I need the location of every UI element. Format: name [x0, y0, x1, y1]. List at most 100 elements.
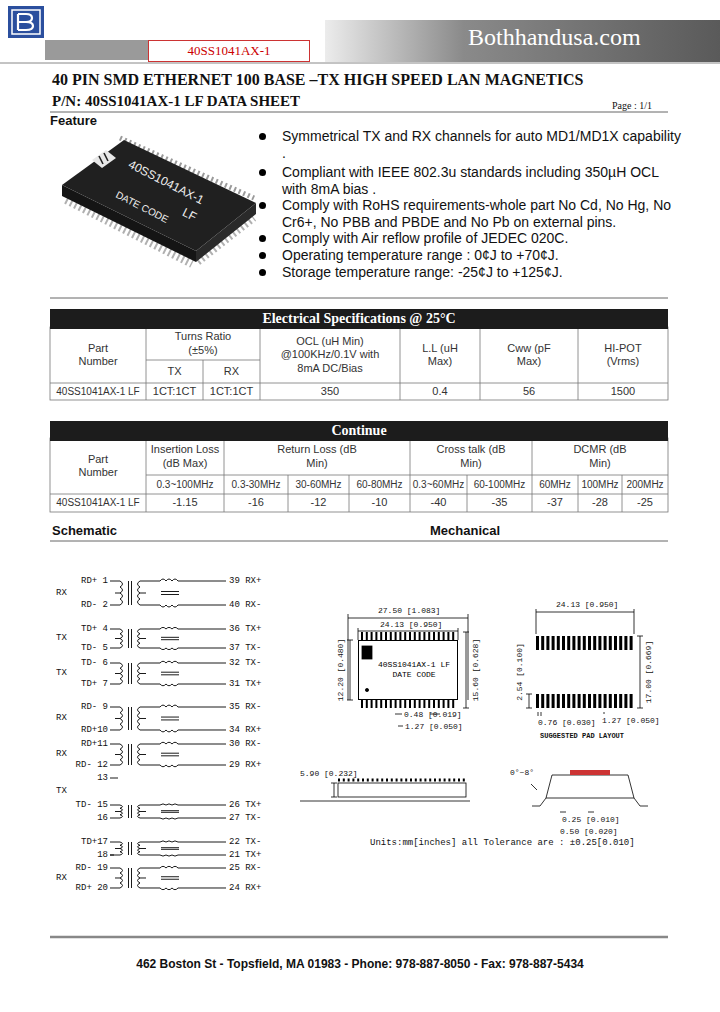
pin-label: TD+17: [58, 837, 108, 847]
rule-lines: [50, 541, 668, 542]
table-cell: -1.15: [146, 494, 224, 512]
schematic-art: [110, 804, 226, 819]
pin-label: TD- 6: [58, 658, 108, 668]
pin-label: RX: [56, 713, 67, 723]
table-cell: 60-100MHz: [467, 475, 532, 494]
dimension-label: 17.00 [0.669]: [644, 641, 653, 703]
dimension-label: 5.90 [0.232]: [300, 769, 358, 778]
schematic-art: [110, 705, 226, 732]
pin-label: RD- 9: [58, 702, 108, 712]
table-cell: -10: [349, 494, 410, 512]
chip-photo: [99, 153, 108, 164]
table-cell: -37: [532, 494, 578, 512]
schematic-art: [110, 627, 226, 649]
mechanical-art: [361, 700, 456, 708]
table-cell: HI-POT (Vrms): [578, 327, 668, 383]
pin-label: 35 RX-: [229, 702, 261, 712]
text-label: Bothhandusa.com: [468, 24, 641, 52]
text-label: P/N: 40SS1041AX-1 LF DATA SHEET: [52, 93, 300, 110]
mechanical-art: [362, 646, 372, 659]
dimension-label: 0.48 [0.019]: [404, 710, 462, 719]
pin-label: 34 RX+: [229, 725, 261, 735]
table-cell: 60MHz: [532, 475, 578, 494]
chip-marking: DATE CODE: [114, 189, 171, 225]
pin-label: 25 RX-: [229, 863, 261, 873]
table-cell: Insertion Loss (dB Max): [146, 438, 224, 475]
table-grid: [50, 327, 668, 512]
feature-bullet: Operating temperature range : 0¢J to +70…: [282, 247, 682, 264]
mechanical-art: [348, 614, 468, 700]
mechanical-art: [347, 632, 469, 708]
dimension-label: Units:mm[inches] all Tolerance are : ±0.…: [370, 838, 635, 848]
dimension-label: 12.20 [0.480]: [336, 639, 345, 701]
pin-label: 16: [58, 813, 108, 823]
node-text: 40SS1041AX-1: [187, 43, 270, 59]
schematic-art: [110, 866, 226, 889]
mechanical-art: [526, 636, 643, 708]
text-label: 462 Boston St - Topsfield, MA 01983 - Ph…: [0, 958, 720, 972]
table-cell: 0.4: [400, 383, 480, 400]
table-cell: 350: [260, 383, 400, 400]
node-text: 40SS1041AX-1 LF: [378, 660, 450, 670]
table-cell: Cww (pF Max): [480, 327, 578, 383]
table-cell: L.L (uH Max): [400, 327, 480, 383]
mechanical-art: [546, 775, 634, 798]
text-label: Feature: [50, 114, 97, 129]
schematic-art: [110, 742, 226, 767]
dimension-label: 0°~8°: [510, 768, 534, 777]
dimension-label: 1.27 [0.050]: [405, 722, 463, 731]
rule-lines: [50, 298, 668, 299]
mechanical-art: [536, 636, 634, 650]
feature-bullet: Compliant with IEEE 802.3u standards inc…: [282, 164, 682, 198]
pin-label: 37 TX-: [229, 643, 261, 653]
pin-label: 36 TX+: [229, 624, 261, 634]
chip-photo: [62, 140, 256, 251]
dimension-label: 0.76 [0.030]: [538, 718, 596, 727]
pin-label: RD+ 20: [58, 883, 108, 893]
table-cell: -35: [467, 494, 532, 512]
feature-bullet: Comply with Air reflow profile of JEDEC …: [282, 230, 682, 247]
pin-label: RX: [56, 749, 67, 759]
mechanical-art: [300, 783, 470, 801]
header-art: [18, 14, 33, 30]
node-text: DATE CODE: [392, 670, 435, 680]
pin-label: TX: [56, 786, 67, 796]
pin-label: 26 TX+: [229, 800, 261, 810]
table-cell: -16: [224, 494, 288, 512]
rule-lines: [50, 112, 668, 113]
mechanical-art: [300, 609, 648, 812]
feature-bullet: Storage temperature range: -25¢J to +125…: [282, 264, 682, 281]
pin-label: 21 TX+: [229, 850, 261, 860]
pin-label: RD+11: [58, 739, 108, 749]
chip-photo: [62, 138, 256, 264]
text-label: Mechanical: [430, 524, 500, 539]
section-band: Electrical Specifications @ 25°C: [50, 309, 668, 329]
pin-label: TD- 5: [58, 643, 108, 653]
table-cell: 40SS1041AX-1 LF: [50, 494, 146, 512]
package-outline: 40SS1041AX-1 LFDATE CODE: [358, 640, 458, 700]
mechanical-art: [365, 688, 368, 691]
table-grid: [50, 327, 668, 400]
table-cell: TX: [146, 360, 203, 383]
dimension-label: 24.13 [0.950]: [556, 600, 618, 609]
pin-label: TX: [56, 633, 67, 643]
pin-label: 40 RX-: [229, 600, 261, 610]
text-label: Page : 1/1: [612, 100, 652, 112]
mechanical-art: [338, 779, 466, 782]
mechanical-art: [538, 712, 604, 716]
table-grid: [50, 438, 668, 512]
pin-label: RD- 12: [58, 760, 108, 770]
node-text: Electrical Specifications @ 25°C: [262, 311, 455, 327]
table-cell: RX: [203, 360, 260, 383]
table-cell: 1500: [578, 383, 668, 400]
table-cell: 100MHz: [578, 475, 622, 494]
table-cell: Part Number: [50, 438, 146, 494]
table-cell: 60-80MHz: [349, 475, 410, 494]
chip-marking: LF: [180, 206, 199, 225]
table-cell: 0.3~60MHz: [410, 475, 467, 494]
table-cell: -12: [288, 494, 349, 512]
mechanical-art: [361, 632, 456, 640]
page-title: 40 PIN SMD ETHERNET 100 BASE –TX HIGH SP…: [52, 71, 583, 89]
pin-label: 22 TX-: [229, 837, 261, 847]
